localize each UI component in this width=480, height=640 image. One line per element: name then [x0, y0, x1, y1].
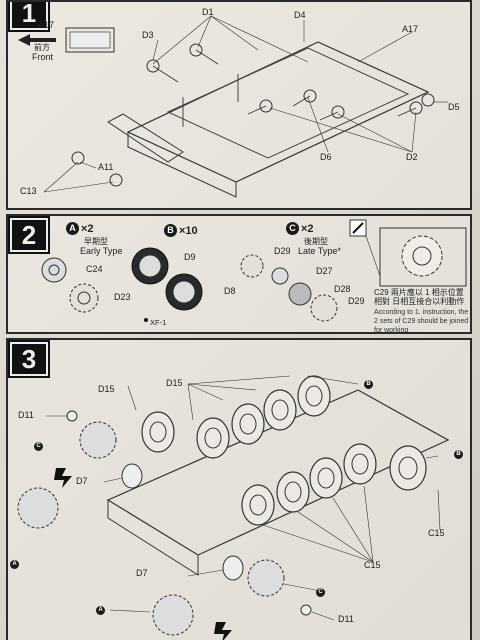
label-d3: D3: [142, 30, 154, 40]
label-d11-top: D11: [18, 410, 34, 420]
step-3-number: 3: [8, 340, 50, 378]
label-c15-right: C15: [428, 528, 445, 538]
label-d6: D6: [320, 152, 332, 162]
front-label-cn: 前方: [34, 43, 50, 52]
label-c24: C24: [86, 264, 103, 274]
badge-c-left: C: [34, 442, 43, 451]
variant-c: C×2: [286, 222, 314, 235]
step-1-panel: 1: [6, 0, 472, 210]
label-d29-top: D29: [274, 246, 291, 256]
running-gear-drawing: [17, 375, 450, 640]
badge-a-left: A: [10, 560, 19, 569]
label-a11: A11: [98, 162, 114, 172]
label-d23: D23: [114, 292, 131, 302]
label-c13: C13: [20, 186, 37, 196]
hull-drawing: [18, 15, 448, 198]
label-d2: D2: [406, 152, 418, 162]
label-d1: D1: [202, 7, 214, 17]
badge-a-bottom: A: [96, 606, 105, 615]
badge-c-bottom: C: [316, 588, 325, 597]
variant-a: A×2: [66, 222, 94, 235]
step-3-panel: 3: [6, 338, 472, 640]
qty-a: ×2: [81, 222, 94, 235]
label-d11-bottom: D11: [338, 614, 354, 624]
badge-b-top: B: [364, 380, 373, 389]
label-d5: D5: [448, 102, 460, 112]
label-d15-top: D15: [166, 378, 183, 388]
step-1-number: 1: [8, 2, 50, 32]
early-type-cn: 早期型: [84, 237, 108, 246]
qty-c: ×2: [301, 222, 314, 235]
label-d4: D4: [294, 10, 306, 20]
label-d7-mid: D7: [76, 476, 88, 486]
note-en: According to 1. instruction, the 2 sets …: [374, 309, 469, 334]
qty-b: ×10: [179, 224, 198, 237]
label-a17-top: A17: [38, 20, 55, 30]
label-d15-left: D15: [98, 384, 115, 394]
note-cn: C29 兩片應以 1 相示位置相對 日相互接合以利動作: [374, 288, 465, 306]
badge-a: A: [66, 222, 79, 235]
label-a17-right: A17: [402, 24, 419, 34]
label-xf1: XF-1: [150, 318, 167, 327]
badge-c: C: [286, 222, 299, 235]
label-d27: D27: [316, 266, 333, 276]
label-c15-bottom: C15: [364, 560, 381, 570]
early-type-en: Early Type: [80, 246, 123, 256]
variant-b: B×10: [164, 224, 198, 237]
step-2-panel: 2 A×2 早期型: [6, 214, 472, 334]
label-d9: D9: [184, 252, 196, 262]
badge-b-right: B: [454, 450, 463, 459]
front-label-en: Front: [32, 52, 54, 62]
step-2-number: 2: [8, 216, 50, 254]
late-type-en: Late Type*: [298, 246, 341, 256]
wheels-drawing: [41, 219, 467, 322]
badge-b: B: [164, 224, 177, 237]
label-d7-bottom: D7: [136, 568, 148, 578]
label-d28: D28: [334, 284, 351, 294]
late-type-cn: 後期型: [304, 237, 328, 246]
label-d8: D8: [224, 286, 236, 296]
label-d29-bottom: D29: [348, 296, 365, 306]
